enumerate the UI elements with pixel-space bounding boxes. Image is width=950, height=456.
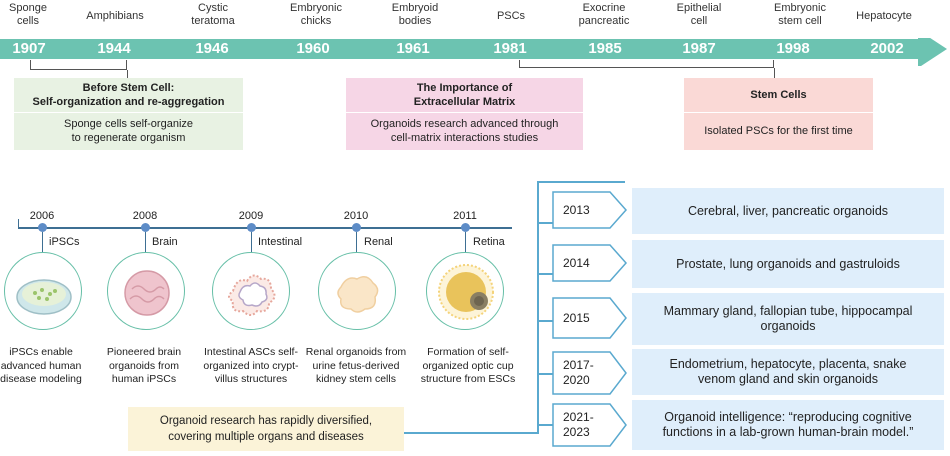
milestone-desc-intestinal: Intestinal ASCs self- organized into cry… [203,346,299,385]
milestone-desc-renal: Renal organoids from urine fetus-derived… [305,346,407,385]
era-year-2014: 2014 [563,255,590,270]
milestone-desc-brain: Pioneered brain organoids from human iPS… [106,346,182,385]
box-divider [684,112,873,113]
top-label-epithelial-cell: Epithelial cell [676,2,722,27]
milestone-dot [352,223,361,232]
connector-tick [539,320,553,322]
top-label-cystic-teratoma: Cystic teratoma [191,2,235,27]
era-text-2021-2023: Organoid intelligence: “reproducing cogn… [632,400,944,450]
box-divider [14,112,243,113]
milestone-stem [465,232,466,252]
timeline-arrow [0,38,947,66]
year-1985: 1985 [588,40,622,57]
era-text-2014: Prostate, lung organoids and gastruloids [632,240,944,288]
year-2002: 2002 [870,40,904,57]
milestone-stem [145,232,146,252]
box-stem-cells-desc: Isolated PSCs for the first time [704,125,853,137]
retina-organoid-illustration [426,252,504,330]
top-label-embryonic-stem-cell: Embryonic stem cell [774,2,826,27]
milestone-dot [247,223,256,232]
era-year-2015: 2015 [563,310,590,325]
top-label-amphibians: Amphibians [86,10,144,22]
bracket-stem-cells [519,60,774,68]
connector-vertical [537,181,539,434]
organoid-timeline-line [18,227,512,229]
connector-top [537,181,625,183]
bl-line-start-tick [18,219,19,229]
milestone-year-2010: 2010 [343,210,369,222]
box-divider [346,112,583,113]
era-text-2015: Mammary gland, fallopian tube, hippocamp… [632,293,944,345]
milestone-year-2011: 2011 [453,210,477,222]
milestone-name-renal: Renal [364,236,393,248]
connector-tick [539,373,553,375]
milestone-stem [42,232,43,252]
intestinal-organoid-illustration [212,252,290,330]
top-label-embryonic-chicks: Embryonic chicks [290,2,342,27]
connector-tick [539,424,553,426]
milestone-dot [461,223,470,232]
milestone-year-2009: 2009 [238,210,264,222]
milestone-stem [356,232,357,252]
box-before-stem-cell: Before Stem Cell: Self-organization and … [14,78,243,150]
milestone-year-2008: 2008 [132,210,158,222]
brain-organoid-illustration [107,252,185,330]
year-1907: 1907 [12,40,46,57]
connector-tick [539,273,553,275]
box-extracellular-matrix-title: The Importance of Extracellular Matrix [413,82,516,108]
bracket-before-stem-cell [30,60,127,70]
era-text-2013: Cerebral, liver, pancreatic organoids [632,188,944,234]
petri-dish-illustration [4,252,82,330]
milestone-name-brain: Brain [152,236,178,248]
box-before-stem-cell-desc: Sponge cells self-organize to regenerate… [63,118,194,144]
milestone-year-2006: 2006 [29,210,55,222]
year-arrow-outlines [552,191,628,447]
box-before-stem-cell-title: Before Stem Cell: Self-organization and … [32,82,225,108]
year-1960: 1960 [296,40,330,57]
milestone-dot [141,223,150,232]
box-stem-cells-title: Stem Cells [750,89,807,101]
renal-organoid-illustration [318,252,396,330]
bracket-stem-stem-cells [774,68,775,78]
top-label-embryoid-bodies: Embryoid bodies [391,2,439,27]
year-1998: 1998 [776,40,810,57]
box-extracellular-matrix-desc: Organoids research advanced through cell… [370,118,559,144]
milestone-name-intestinal: Intestinal [258,236,303,248]
year-1981: 1981 [493,40,527,57]
milestone-name-retina: Retina [473,236,505,248]
year-1944: 1944 [97,40,131,57]
box-stem-cells: Stem Cells Isolated PSCs for the first t… [684,78,873,150]
era-text-2017-2020: Endometrium, hepatocyte, placenta, snake… [632,349,944,395]
top-label-pscs: PSCs [496,10,526,22]
connector-tick [539,222,553,224]
milestone-desc-retina: Formation of self- organized optic cup s… [420,346,516,385]
year-1961: 1961 [396,40,430,57]
era-year-2013: 2013 [563,202,590,217]
milestone-stem [251,232,252,252]
top-label-sponge-cells: Sponge cells [9,2,47,27]
top-label-hepatocyte: Hepatocyte [856,10,912,22]
bracket-stem-before-stem-cell [127,70,128,78]
box-extracellular-matrix: The Importance of Extracellular Matrix O… [346,78,583,150]
connector-bottom [404,432,539,434]
year-1946: 1946 [195,40,229,57]
era-year-2021-2023: 2021- 2023 [563,410,594,439]
year-1987: 1987 [682,40,716,57]
milestone-name-ipscs: iPSCs [49,236,80,248]
milestone-desc-ipscs: iPSCs enable advanced human disease mode… [0,346,82,385]
organoid-diversification-note: Organoid research has rapidly diversifie… [128,407,404,451]
milestone-dot [38,223,47,232]
era-year-2017-2020: 2017- 2020 [563,358,594,387]
top-label-exocrine-pancreatic: Exocrine pancreatic [578,2,630,27]
